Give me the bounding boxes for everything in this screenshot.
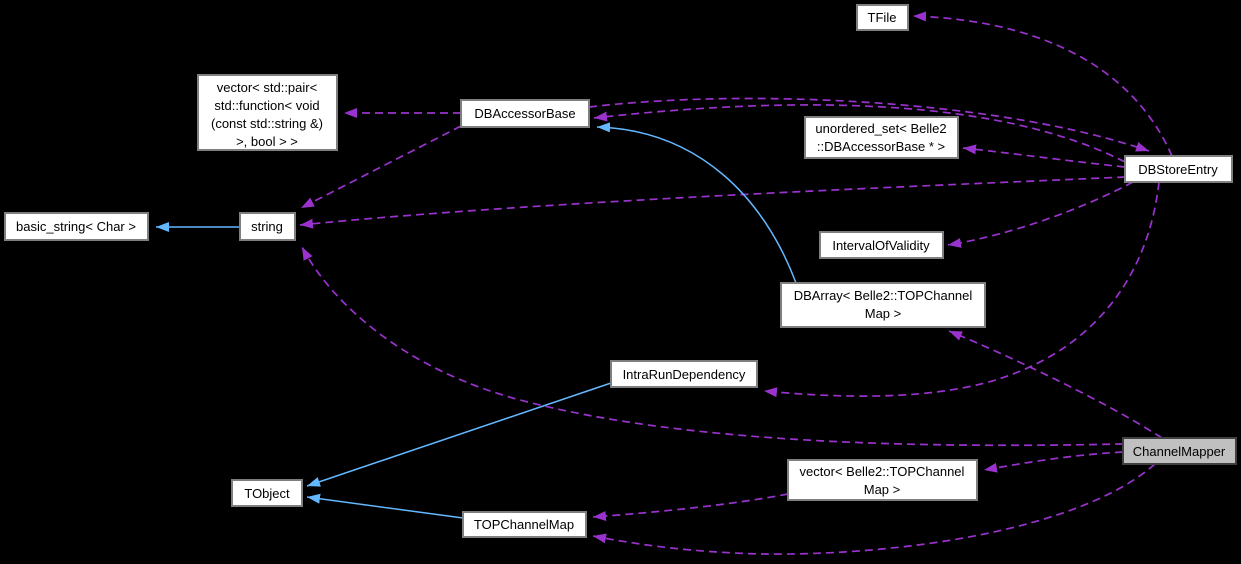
node-tfile-box[interactable] — [856, 4, 909, 31]
node-basic-string-box[interactable] — [4, 212, 149, 241]
node-tobject-box[interactable] — [231, 479, 303, 507]
node-intrarundependency[interactable]: IntraRunDependency — [610, 360, 758, 388]
node-vector-std-pair-line4: >, bool > > — [236, 134, 298, 149]
node-unordered-set-line2: ::DBAccessorBase * > — [817, 139, 945, 154]
node-vector-belle2-topchannelmap[interactable]: vector< Belle2::TOPChannel Map > — [787, 459, 978, 501]
edge-vector-belle2-topchannelmap — [592, 493, 789, 522]
node-dbarray-box[interactable] — [780, 282, 986, 328]
node-tobject-label: TObject — [244, 486, 290, 501]
node-vector-belle2-line1: vector< Belle2::TOPChannel — [800, 464, 965, 479]
edge-dbarray-dbaccessorbase — [596, 122, 797, 284]
node-channelmapper-box[interactable] — [1122, 437, 1237, 465]
node-unordered-set[interactable]: unordered_set< Belle2 ::DBAccessorBase *… — [804, 116, 959, 159]
edge-dbaccessorbase-string — [300, 125, 462, 209]
node-dbaccessorbase[interactable]: DBAccessorBase — [460, 99, 590, 128]
edge-channelmapper-dbarray — [948, 330, 1163, 439]
edge-channelmapper-string — [301, 246, 1124, 447]
edge-intrarundependency-tobject — [306, 382, 612, 487]
node-dbarray-line2: Map > — [865, 306, 902, 321]
node-topchannelmap[interactable]: TOPChannelMap — [462, 511, 587, 538]
node-string-label: string — [251, 219, 283, 234]
edge-dbstoreentry-intrarundependency — [763, 181, 1160, 398]
node-vector-std-pair-box[interactable] — [197, 74, 338, 151]
edge-channelmapper-vector-belle2 — [983, 451, 1124, 473]
node-vector-std-pair-line1: vector< std::pair< — [217, 80, 317, 95]
node-dbstoreentry[interactable]: DBStoreEntry — [1124, 155, 1233, 183]
node-intervalofvalidity[interactable]: IntervalOfValidity — [819, 231, 944, 259]
node-basic-string-label: basic_string< Char > — [16, 219, 136, 234]
node-tfile[interactable]: TFile — [856, 4, 909, 31]
node-unordered-set-box[interactable] — [804, 116, 959, 159]
node-dbaccessorbase-label: DBAccessorBase — [474, 106, 575, 121]
node-dbstoreentry-label: DBStoreEntry — [1138, 162, 1218, 177]
node-channelmapper[interactable]: ChannelMapper — [1122, 437, 1237, 465]
node-string[interactable]: string — [239, 212, 296, 241]
node-intrarundependency-label: IntraRunDependency — [623, 367, 746, 382]
node-string-box[interactable] — [239, 212, 296, 241]
node-vector-belle2-box[interactable] — [787, 459, 978, 501]
node-intervalofvalidity-label: IntervalOfValidity — [832, 238, 930, 253]
edge-dbstoreentry-unordered-set — [962, 144, 1126, 168]
edge-dbaccessorbase-dbstoreentry — [588, 97, 1150, 152]
node-tfile-label: TFile — [868, 10, 897, 25]
node-intervalofvalidity-box[interactable] — [819, 231, 944, 259]
node-dbstoreentry-box[interactable] — [1124, 155, 1233, 183]
node-unordered-set-line1: unordered_set< Belle2 — [815, 121, 946, 136]
edge-dbstoreentry-tfile — [912, 11, 1173, 157]
node-vector-std-pair-line2: std::function< void — [214, 98, 319, 113]
edge-topchannelmap-tobject — [306, 493, 464, 519]
node-dbarray[interactable]: DBArray< Belle2::TOPChannel Map > — [780, 282, 986, 328]
node-vector-std-pair-line3: (const std::string &) — [211, 116, 323, 131]
node-vector-belle2-line2: Map > — [864, 482, 901, 497]
node-dbaccessorbase-box[interactable] — [460, 99, 590, 128]
node-topchannelmap-label: TOPChannelMap — [474, 517, 574, 532]
node-basic-string[interactable]: basic_string< Char > — [4, 212, 149, 241]
node-vector-std-pair[interactable]: vector< std::pair< std::function< void (… — [197, 74, 338, 151]
node-channelmapper-label: ChannelMapper — [1133, 444, 1226, 459]
node-intrarundependency-box[interactable] — [610, 360, 758, 388]
edge-dbstoreentry-intervalofvalidity — [947, 181, 1134, 248]
edge-dbstoreentry-string — [299, 176, 1126, 229]
node-tobject[interactable]: TObject — [231, 479, 303, 507]
node-topchannelmap-box[interactable] — [462, 511, 587, 538]
node-dbarray-line1: DBArray< Belle2::TOPChannel — [794, 288, 973, 303]
